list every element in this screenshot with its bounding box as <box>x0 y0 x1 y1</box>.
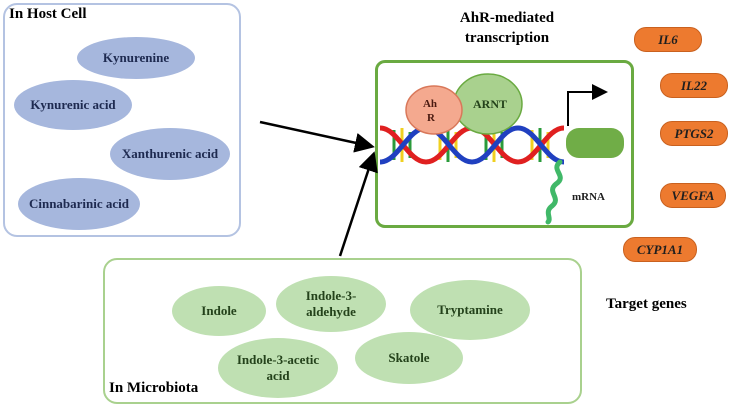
gene-il6: IL6 <box>634 27 702 52</box>
gene-ptgs2: PTGS2 <box>660 121 728 146</box>
host-cell-box <box>3 3 241 237</box>
metabolite-cinnabarinic-acid: Cinnabarinic acid <box>18 178 140 230</box>
nucleus-title-line2: transcription <box>464 30 550 46</box>
metabolite-indole: Indole <box>172 286 266 336</box>
gene-il22: IL22 <box>660 73 728 98</box>
metabolite-kynurenic-acid: Kynurenic acid <box>14 80 132 130</box>
ahr-label-line1: Ah <box>423 98 437 110</box>
metabolite-skatole: Skatole <box>355 332 463 384</box>
metabolite-tryptamine: Tryptamine <box>410 280 530 340</box>
nucleus-title-line1: AhR-mediated <box>459 10 555 26</box>
arnt-label: ARNT <box>473 97 507 111</box>
metabolite-indole-3-acetic-acid: Indole-3-acetic acid <box>218 338 338 398</box>
mrna-strand <box>545 159 563 225</box>
microbiota-title: In Microbiota <box>109 380 199 396</box>
metabolite-xanthurenic-acid: Xanthurenic acid <box>110 128 230 180</box>
gene-vegfa: VEGFA <box>660 183 726 208</box>
host-cell-title: In Host Cell <box>9 6 87 22</box>
host-to-nucleus-arrow <box>259 120 375 153</box>
microbiota-box <box>103 258 582 404</box>
metabolite-kynurenine: Kynurenine <box>77 37 195 79</box>
gene-cyp1a1: CYP1A1 <box>623 237 697 262</box>
ahr-protein <box>405 85 463 135</box>
ahr-label-line2: R <box>427 112 436 124</box>
nucleus-title: AhR-mediated transcription <box>437 8 577 48</box>
dna-helix <box>379 125 565 165</box>
transcription-start-arrow <box>567 84 608 126</box>
target-genes-label: Target genes <box>606 296 687 312</box>
mrna-label: mRNA <box>572 191 605 203</box>
gene-block <box>566 128 624 158</box>
metabolite-indole-3-aldehyde: Indole-3-aldehyde <box>276 276 386 332</box>
microbiota-to-nucleus-arrow <box>338 151 378 257</box>
